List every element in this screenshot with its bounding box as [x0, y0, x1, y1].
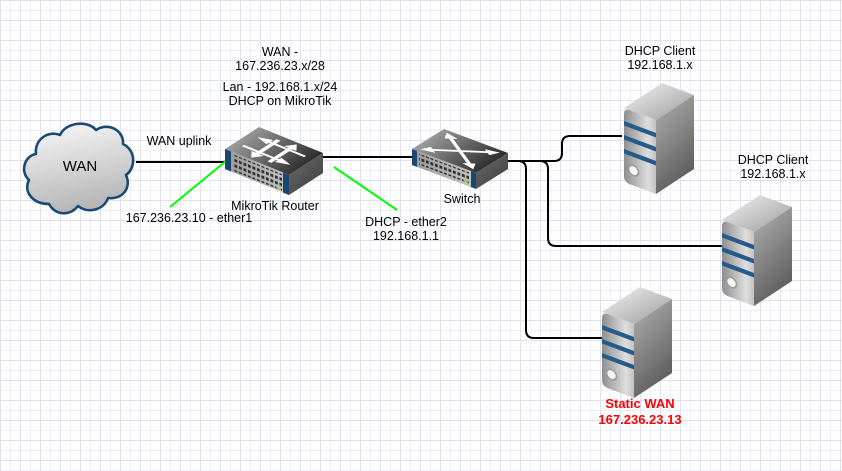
static-wan-label: Static WAN 167.236.23.13 — [598, 396, 681, 428]
server-power-button-icon — [605, 368, 618, 381]
link-lines — [136, 135, 722, 339]
static-wan-label-line2: 167.236.23.13 — [598, 412, 682, 427]
wan-subnet-note-line1: WAN - — [261, 45, 299, 59]
switch-front-face — [412, 149, 476, 189]
wan-cloud-label: WAN — [62, 158, 98, 175]
server-right-face — [634, 299, 672, 398]
dhcp-client2-label-line1: DHCP Client — [737, 153, 809, 167]
wan-subnet-note: WAN - 167.236.23.x/28 — [235, 45, 325, 73]
ether2-note-line2: 192.168.1.1 — [372, 228, 440, 243]
wan-subnet-note-line2: 167.236.23.x/28 — [235, 58, 325, 73]
static-wan-label-line1: Static WAN — [605, 396, 675, 411]
ether1-note: 167.236.23.10 - ether1 — [125, 211, 253, 225]
ether2-note: DHCP - ether2 192.168.1.1 — [365, 215, 447, 243]
wan-uplink-label: WAN uplink — [146, 134, 212, 148]
dhcp-client1-label-line1: DHCP Client — [624, 44, 696, 58]
router-arrows-icon — [241, 137, 307, 165]
callout-ether1-line — [169, 160, 227, 208]
switch-arrows-icon — [420, 132, 500, 170]
server-front-face — [602, 313, 634, 398]
cloud-icon — [22, 122, 135, 215]
lan-subnet-note-line1: Lan - 192.168.1.x/24 — [222, 80, 338, 94]
dhcp-client1-label-line2: 192.168.1.x — [627, 57, 693, 72]
server-top-face — [722, 195, 792, 232]
server-right-face — [754, 207, 792, 306]
dhcp-client1-label: DHCP Client 192.168.1.x — [624, 44, 696, 72]
switch-right-face — [476, 153, 508, 189]
server-power-button-icon — [627, 164, 640, 177]
wan-cloud-node[interactable] — [22, 122, 135, 215]
server-top-face — [624, 83, 694, 120]
server-top-face — [602, 287, 672, 324]
server-right-face — [656, 95, 694, 194]
ether2-note-line1: DHCP - ether2 — [365, 215, 447, 229]
dhcp-client2-node[interactable] — [722, 195, 792, 306]
router-right-face — [289, 153, 323, 195]
server-power-button-icon — [725, 276, 738, 289]
mikrotik-router-node[interactable] — [225, 127, 323, 196]
static-wan-server-node[interactable] — [602, 287, 672, 398]
server-front-face — [624, 109, 656, 194]
switch-node[interactable] — [412, 129, 508, 189]
link-switch-to-client1 — [508, 135, 622, 162]
dhcp-client2-label-line2: 192.168.1.x — [740, 166, 806, 181]
server-front-face — [722, 221, 754, 306]
dhcp-client2-label: DHCP Client 192.168.1.x — [737, 153, 809, 181]
link-switch-to-static-server — [508, 160, 604, 339]
router-label: MikroTik Router — [231, 199, 319, 213]
switch-label: Switch — [443, 192, 481, 206]
lan-subnet-note: Lan - 192.168.1.x/24 DHCP on MikroTik — [222, 80, 338, 108]
callout-ether2-line — [333, 166, 398, 211]
dhcp-client1-node[interactable] — [624, 83, 694, 194]
router-front-face — [225, 149, 289, 196]
link-switch-to-client2 — [508, 160, 722, 247]
callout-lines — [169, 160, 398, 211]
router-top-face — [225, 127, 323, 175]
lan-subnet-note-line2: DHCP on MikroTik — [228, 93, 332, 108]
